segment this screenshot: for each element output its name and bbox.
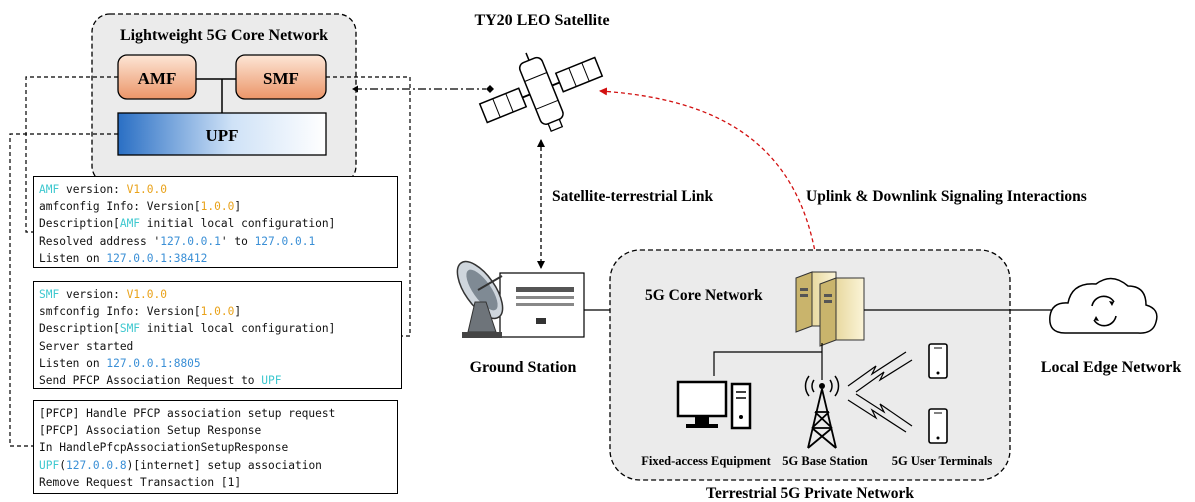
upf-log-panel: [PFCP] Handle PFCP association setup req… bbox=[33, 400, 398, 494]
log-text: ( bbox=[59, 458, 66, 472]
amf-label: AMF bbox=[138, 69, 177, 88]
core-fixed-branch bbox=[713, 351, 822, 376]
log-text: initial local configuration] bbox=[140, 322, 336, 336]
smf-log-connector bbox=[326, 76, 411, 337]
log-text: Resolved address ' bbox=[39, 234, 161, 248]
log-text: In HandlePfcpAssociationSetupResponse bbox=[39, 441, 289, 455]
log-line: Description[SMF initial local configurat… bbox=[39, 320, 395, 337]
private-network-container bbox=[609, 249, 1011, 481]
base-station-label: 5G Base Station bbox=[782, 454, 867, 468]
user-terminals-label: 5G User Terminals bbox=[892, 454, 993, 468]
amf-node[interactable]: AMF bbox=[117, 54, 197, 100]
log-line: AMF version: V1.0.0 bbox=[39, 181, 391, 198]
log-text: Server started bbox=[39, 339, 134, 353]
smf-label: SMF bbox=[263, 69, 299, 88]
log-text: V1.0.0 bbox=[126, 183, 167, 196]
upf-node[interactable]: UPF bbox=[117, 112, 327, 156]
log-text: )[internet] setup association bbox=[126, 458, 322, 472]
smf-node[interactable]: SMF bbox=[235, 54, 327, 100]
log-text: 1.0.0 bbox=[200, 200, 235, 214]
log-text: 1.0.0 bbox=[200, 305, 235, 319]
log-text: smfconfig Info: Version[ bbox=[39, 305, 201, 319]
signaling-label: Uplink & Downlink Signaling Interactions bbox=[806, 188, 1087, 205]
log-text: [PFCP] Association Setup Response bbox=[39, 424, 262, 438]
log-line: Listen on 127.0.0.1:38412 bbox=[39, 250, 391, 267]
base-station-icon bbox=[804, 375, 840, 449]
log-text: version: bbox=[59, 288, 127, 301]
log-text: AMF bbox=[119, 217, 141, 231]
log-line: In HandlePfcpAssociationSetupResponse bbox=[39, 439, 391, 456]
log-line: SMF version: V1.0.0 bbox=[39, 286, 395, 303]
log-line: Description[AMF initial local configurat… bbox=[39, 215, 391, 232]
log-line: amfconfig Info: Version[1.0.0] bbox=[39, 198, 391, 215]
log-text: Remove Request Transaction [1] bbox=[39, 475, 242, 489]
log-line: smfconfig Info: Version[1.0.0] bbox=[39, 303, 395, 320]
core-network-title: Lightweight 5G Core Network bbox=[120, 27, 328, 44]
computer-icon bbox=[676, 380, 752, 430]
log-text: 127.0.0.8 bbox=[65, 458, 127, 472]
satellite-link-label: Satellite-terrestrial Link bbox=[552, 188, 714, 205]
log-text: Listen on bbox=[39, 356, 107, 370]
log-text: V1.0.0 bbox=[126, 288, 167, 301]
log-text: ] bbox=[234, 305, 242, 319]
local-edge-label: Local Edge Network bbox=[1041, 359, 1182, 376]
phone-icon bbox=[928, 408, 948, 444]
log-text: Description[ bbox=[39, 217, 120, 231]
log-text: [PFCP] Handle PFCP association setup req… bbox=[39, 407, 336, 420]
log-text: Send PFCP Association Request to bbox=[39, 373, 262, 387]
fixed-equipment-label: Fixed-access Equipment bbox=[641, 454, 771, 468]
log-text: 127.0.0.1:38412 bbox=[106, 251, 208, 265]
cloud-icon bbox=[1049, 277, 1158, 334]
log-line: Server started bbox=[39, 338, 395, 355]
log-text: AMF bbox=[39, 183, 60, 196]
upf-label: UPF bbox=[205, 126, 238, 145]
log-text: SMF bbox=[119, 322, 141, 336]
private-network-label: Terrestrial 5G Private Network bbox=[706, 485, 914, 502]
phone-icon bbox=[928, 343, 948, 379]
log-text: UPF bbox=[39, 458, 60, 472]
log-text: SMF bbox=[39, 288, 60, 301]
log-text: ' to bbox=[220, 234, 255, 248]
log-text: version: bbox=[59, 183, 127, 196]
log-text: ] bbox=[234, 200, 242, 214]
amf-log-connector bbox=[25, 76, 118, 233]
log-text: amfconfig Info: Version[ bbox=[39, 200, 201, 214]
log-line: [PFCP] Handle PFCP association setup req… bbox=[39, 405, 391, 422]
signaling-arc bbox=[599, 87, 823, 279]
wireless-link-icon bbox=[847, 351, 913, 433]
log-line: Remove Request Transaction [1] bbox=[39, 474, 391, 491]
satellite-icon bbox=[478, 52, 604, 133]
log-line: [PFCP] Association Setup Response bbox=[39, 422, 391, 439]
satellite-title: TY20 LEO Satellite bbox=[474, 12, 609, 29]
log-text: initial local configuration] bbox=[140, 217, 336, 231]
log-text: Description[ bbox=[39, 322, 120, 336]
server-icon bbox=[795, 271, 865, 347]
log-text: Listen on bbox=[39, 251, 107, 265]
ground-station-label: Ground Station bbox=[470, 359, 577, 376]
core-network-label: 5G Core Network bbox=[645, 287, 763, 304]
log-line: Send PFCP Association Request to UPF bbox=[39, 372, 395, 388]
log-text: UPF bbox=[261, 373, 282, 387]
log-text: 127.0.0.1:8805 bbox=[106, 356, 201, 370]
log-text: 127.0.0.1 bbox=[254, 234, 316, 248]
log-line: Listen on 127.0.0.1:8805 bbox=[39, 355, 395, 372]
log-text: 127.0.0.1 bbox=[160, 234, 221, 248]
log-line: UPF(127.0.0.8)[internet] setup associati… bbox=[39, 457, 391, 474]
log-line: Resolved address '127.0.0.1' to 127.0.0.… bbox=[39, 233, 391, 250]
ground-station-icon bbox=[456, 260, 585, 338]
